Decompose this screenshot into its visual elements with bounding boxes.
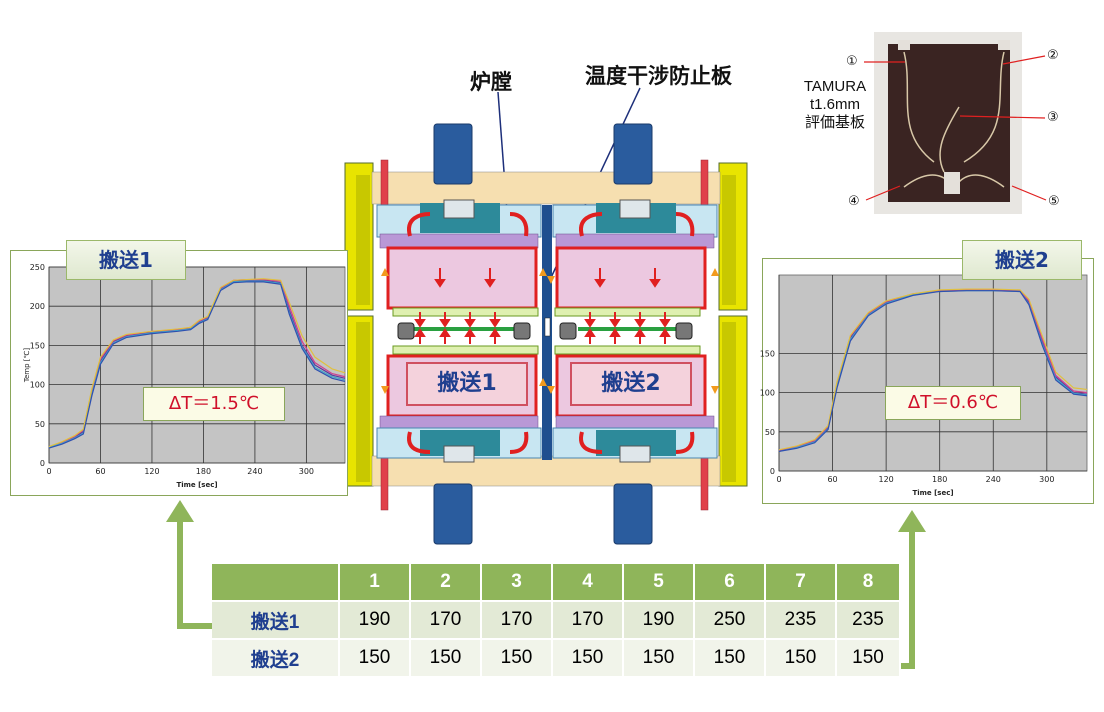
table-cell: 150 <box>694 638 766 676</box>
x-tick-label: 300 <box>1039 475 1054 484</box>
table-cell: 150 <box>339 638 411 676</box>
table-cell: 170 <box>410 600 482 639</box>
point-2-marker: ② <box>1047 48 1059 63</box>
table-cell: 150 <box>765 638 837 676</box>
point-5-marker: ⑤ <box>1048 194 1060 209</box>
table-cell: 150 <box>481 638 553 676</box>
row-label: 搬送2 <box>212 638 340 676</box>
x-tick-label: 0 <box>46 467 51 476</box>
table-cell: 190 <box>623 600 695 639</box>
table-cell: 190 <box>339 600 411 639</box>
lane-2-label: 搬送2 <box>570 362 692 406</box>
y-axis-label: Temp [℃] <box>23 348 31 383</box>
table-header-cell: 4 <box>552 564 624 601</box>
x-tick-label: 240 <box>247 467 262 476</box>
x-tick-label: 120 <box>144 467 159 476</box>
board-thickness: t1.6mm <box>809 96 860 113</box>
series-line <box>778 290 1088 452</box>
table-header-cell: 5 <box>623 564 695 601</box>
table-cell: 250 <box>694 600 766 639</box>
table-header-row: 1 2 3 4 5 6 7 8 <box>212 564 901 601</box>
y-tick-label: 0 <box>40 459 45 468</box>
y-tick-label: 250 <box>30 263 45 272</box>
x-tick-label: 60 <box>95 467 105 476</box>
y-tick-label: 50 <box>35 420 45 429</box>
table-header-cell: 8 <box>836 564 901 601</box>
table-header-cell: 1 <box>339 564 411 601</box>
x-axis-label: Time [sec] <box>176 481 217 489</box>
y-tick-label: 100 <box>760 389 775 398</box>
table-cell: 235 <box>765 600 837 639</box>
series-line <box>48 281 346 449</box>
board-description: TAMURA t1.6mm 評価基板 <box>786 78 884 132</box>
table-row: 搬送2 150 150 150 150 150 150 150 150 <box>212 638 901 676</box>
board-maker: TAMURA <box>803 78 867 95</box>
x-tick-label: 180 <box>196 467 211 476</box>
chart-right-title: 搬送2 <box>962 240 1082 280</box>
x-tick-label: 180 <box>932 475 947 484</box>
y-tick-label: 50 <box>765 428 775 437</box>
lane-1-label: 搬送1 <box>406 362 528 406</box>
table-cell: 150 <box>552 638 624 676</box>
y-tick-label: 0 <box>770 467 775 476</box>
x-tick-label: 300 <box>299 467 314 476</box>
zone-temperature-table: 1 2 3 4 5 6 7 8 搬送1 190 170 170 170 190 … <box>212 564 901 676</box>
table-header-cell: 2 <box>410 564 482 601</box>
plot-area <box>778 274 1088 472</box>
interference-plate-label: 温度干涉防止板 <box>585 64 732 88</box>
table-header-cell: 3 <box>481 564 553 601</box>
table-row: 搬送1 190 170 170 170 190 250 235 235 <box>212 600 901 639</box>
series-line <box>778 288 1088 451</box>
board-type: 評価基板 <box>804 114 865 131</box>
table-cell: 150 <box>836 638 901 676</box>
chart-left-delta-t: ΔT＝1.5℃ <box>143 387 285 421</box>
table-header-cell: 7 <box>765 564 837 601</box>
x-axis-label: Time [sec] <box>912 489 953 497</box>
y-tick-label: 150 <box>760 349 775 358</box>
point-1-marker: ① <box>846 54 858 69</box>
x-tick-label: 240 <box>986 475 1001 484</box>
series-line <box>48 278 346 448</box>
wires <box>898 40 1010 194</box>
table-cell: 150 <box>410 638 482 676</box>
table-cell: 170 <box>552 600 624 639</box>
x-tick-label: 0 <box>776 475 781 484</box>
y-tick-label: 200 <box>30 302 45 311</box>
x-tick-label: 120 <box>878 475 893 484</box>
row-label: 搬送1 <box>212 600 340 639</box>
y-tick-label: 100 <box>30 381 45 390</box>
chart-right-delta-t: ΔT＝0.6℃ <box>885 386 1021 420</box>
furnace-label: 炉膛 <box>470 70 512 94</box>
point-3-marker: ③ <box>1047 110 1059 125</box>
table-header-corner <box>212 564 340 601</box>
table-cell: 235 <box>836 600 901 639</box>
chart-left-title: 搬送1 <box>66 240 186 280</box>
table-header-cell: 6 <box>694 564 766 601</box>
table-cell: 150 <box>623 638 695 676</box>
table-cell: 170 <box>481 600 553 639</box>
point-4-marker: ④ <box>848 194 860 209</box>
x-tick-label: 60 <box>827 475 837 484</box>
y-tick-label: 150 <box>30 341 45 350</box>
